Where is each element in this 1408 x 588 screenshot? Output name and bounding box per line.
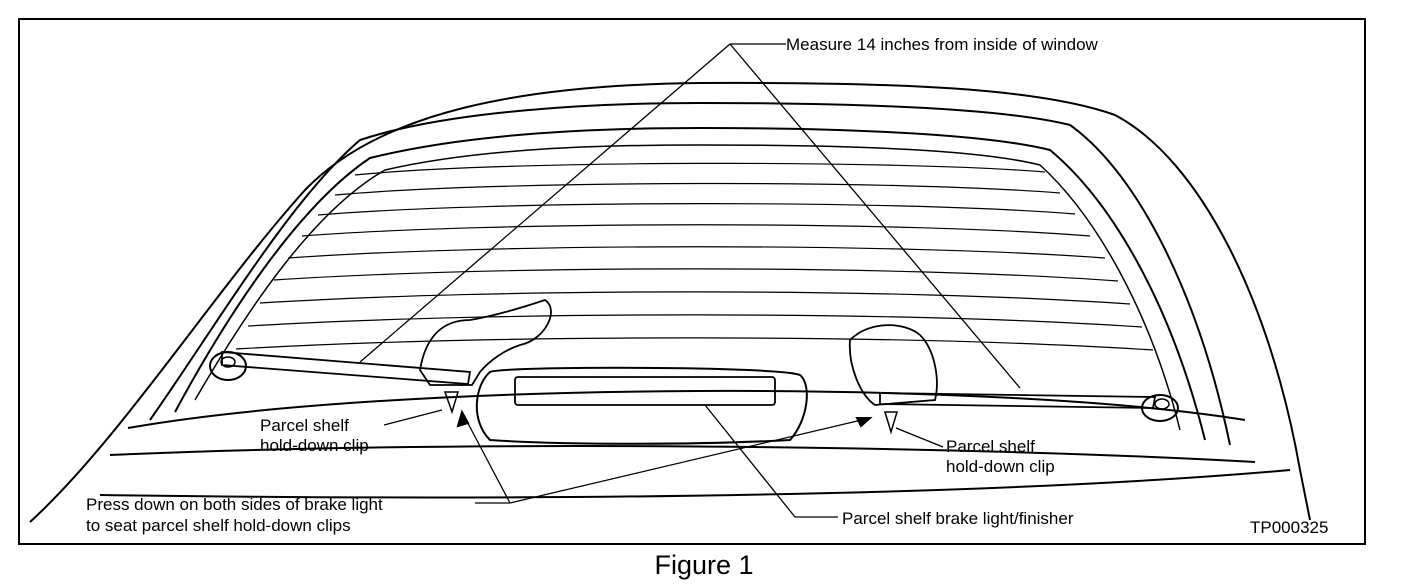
left-shelf-bar — [221, 351, 472, 385]
left-hand — [419, 299, 552, 386]
left-clip-label-line1: Parcel shelf — [260, 416, 349, 435]
right-clip-pin — [883, 411, 899, 435]
roof-inner-line — [149, 101, 1231, 446]
deck-line-1 — [127, 389, 1246, 429]
right-clip-label-line1: Parcel shelf — [946, 437, 1035, 456]
reference-code: TP000325 — [1250, 518, 1329, 537]
press-instruction-line1: Press down on both sides of brake light — [86, 495, 383, 514]
defroster-lines — [235, 162, 1154, 351]
right-shelf-bar — [879, 392, 1157, 409]
deck-line-2 — [109, 445, 1256, 463]
right-hand — [848, 324, 938, 406]
leader-lines — [359, 43, 1021, 518]
left-clip-label-line2: hold-down clip — [260, 436, 369, 455]
measure-label: Measure 14 inches from inside of window — [786, 35, 1098, 54]
left-clip-pin — [443, 391, 460, 415]
car-body-outline — [29, 81, 1311, 523]
brake-light-lens — [514, 376, 776, 406]
window-inner-line — [194, 144, 1181, 431]
figure-caption: Figure 1 — [654, 550, 754, 580]
window-outline — [174, 126, 1206, 441]
brake-light-housing — [475, 366, 808, 445]
brake-light-label: Parcel shelf brake light/finisher — [842, 509, 1074, 528]
figure-frame — [18, 18, 1366, 545]
left-shelf-mount — [209, 351, 247, 381]
right-clip-label-line2: hold-down clip — [946, 457, 1055, 476]
press-instruction-line2: to seat parcel shelf hold-down clips — [86, 516, 351, 535]
deck-line-3 — [99, 469, 1291, 499]
right-shelf-mount — [1141, 394, 1179, 422]
